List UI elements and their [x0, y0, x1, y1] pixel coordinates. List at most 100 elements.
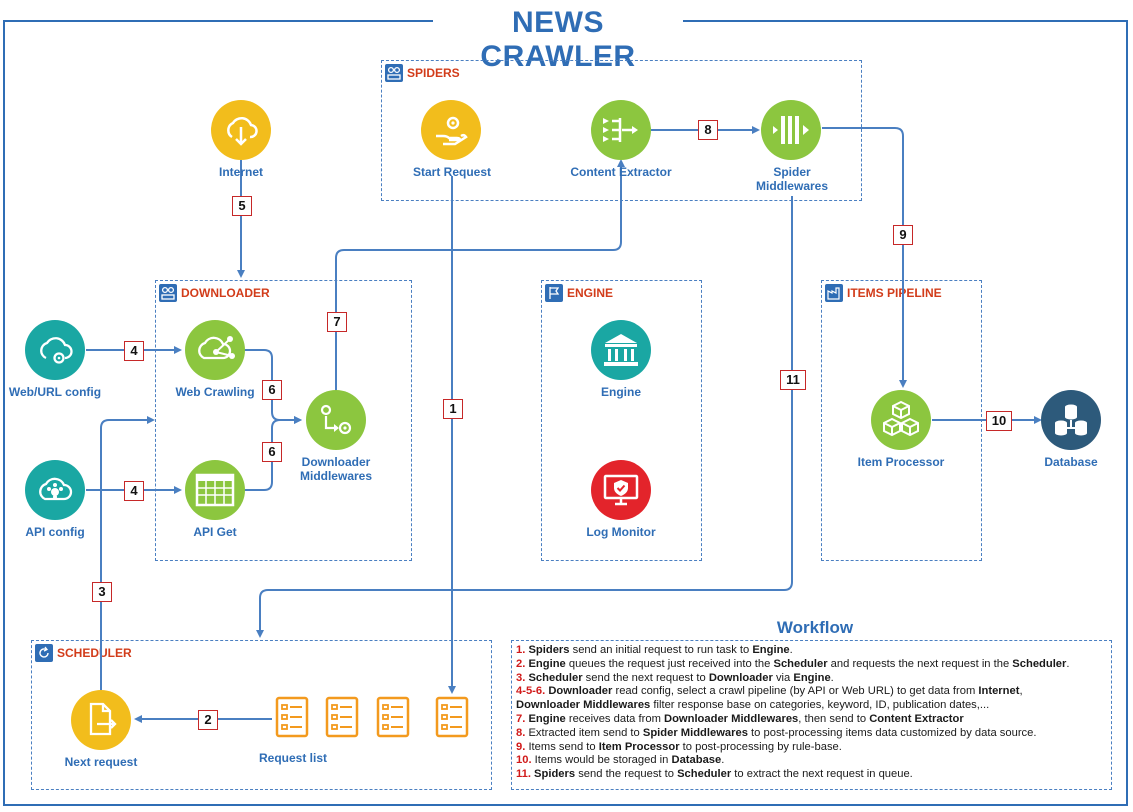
web-url-config-label: Web/URL config [8, 385, 102, 399]
workflow-line-number: 8. [516, 726, 526, 739]
engine-label: Engine [600, 385, 641, 399]
spider-middlewares-node [761, 100, 821, 160]
api-get-label: API Get [193, 525, 237, 539]
workflow-text: to post-processing by rule-base. [679, 740, 842, 753]
line-spider-mw-to-item-processor [822, 127, 907, 388]
workflow-text: Extracted item send to [525, 726, 643, 739]
engine-node [591, 320, 651, 380]
line-next-request-to-downloader [100, 416, 155, 690]
internet-node [211, 100, 271, 160]
workflow-keyword: Spiders [534, 768, 576, 781]
pipeline-bars-icon [773, 116, 809, 144]
item-processor-label: Item Processor [857, 455, 945, 469]
workflow-keyword: Spider Middlewares [642, 726, 748, 739]
workflow-keyword: Internet [978, 685, 1020, 698]
step-badge-7: 7 [327, 312, 347, 332]
workflow-line-number: 1. [516, 644, 526, 656]
workflow-line-number: 7. [516, 712, 526, 725]
step-badge-6: 6 [262, 380, 282, 400]
step-badge-5: 5 [232, 196, 252, 216]
refresh-icon [35, 644, 53, 662]
step-badge-4: 4 [124, 481, 144, 501]
workflow-title: Workflow [776, 618, 854, 637]
workflow-keyword: Scheduler [1012, 657, 1067, 670]
log-monitor-label: Log Monitor [586, 525, 656, 539]
workflow-text: . [721, 754, 725, 767]
workflow-text: send the request to [575, 768, 678, 781]
factory-icon [825, 284, 843, 302]
line-spider-mw-to-scheduler [256, 196, 793, 638]
workflow-keyword: Downloader [548, 685, 613, 698]
group-title-downloader: DOWNLOADER [181, 286, 270, 300]
group-downloader: DOWNLOADER [155, 280, 412, 561]
workflow-line: 7. Engine receives data from Downloader … [516, 713, 1107, 727]
request-list-doc-icon [435, 696, 469, 738]
workflow-text: and requests the next request in the [827, 657, 1013, 670]
spider-middlewares-label: Spider Middlewares [755, 165, 829, 193]
start-request-label: Start Request [412, 165, 492, 179]
workflow-description: 1. Spiders send an initial request to ru… [511, 640, 1112, 790]
content-extractor-label: Content Extractor [570, 165, 672, 179]
step-badge-3: 3 [92, 582, 112, 602]
hand-gear-icon [436, 116, 468, 146]
workflow-keyword: Database [671, 754, 722, 767]
step-badge-4: 4 [124, 341, 144, 361]
workflow-text: to extract the next request in queue. [731, 768, 913, 781]
workflow-text: , then send to [798, 712, 870, 725]
group-title-engine: ENGINE [567, 286, 614, 300]
workflow-keyword: Engine [528, 712, 566, 725]
workflow-line: 8. Extracted item send to Spider Middlew… [516, 727, 1107, 741]
workflow-text: , [1019, 685, 1023, 698]
workflow-line: Downloader Middlewares filter response b… [516, 699, 1107, 713]
workflow-line: 4-5-6. Downloader read config, select a … [516, 685, 1107, 699]
table-grid-icon [195, 473, 235, 507]
workflow-text: via [772, 671, 794, 684]
cloud-network-icon [198, 336, 235, 360]
workflow-keyword: Downloader Middlewares [516, 699, 651, 712]
workflow-keyword: Engine [752, 644, 790, 656]
next-request-label: Next request [64, 755, 138, 769]
workflow-line-number: 4-5-6. [516, 685, 546, 698]
group-engine: ENGINE [541, 280, 702, 561]
cloud-gear-icon [40, 337, 73, 364]
database-label: Database [1044, 455, 1098, 469]
cloud-download-icon [227, 116, 258, 146]
request-list-label: Request list [258, 751, 327, 765]
start-request-node [421, 100, 481, 160]
downloader-middlewares-node [306, 390, 366, 450]
log-monitor-node [591, 460, 651, 520]
workflow-text: send the next request to [582, 671, 709, 684]
api-config-node [25, 460, 85, 520]
request-list-doc-icon [275, 696, 309, 738]
workflow-text: send an initial request to run task to [569, 644, 753, 656]
workflow-text: . [1066, 657, 1070, 670]
bank-building-icon [604, 334, 638, 366]
workflow-keyword: Engine [528, 657, 566, 670]
workflow-keyword: Downloader [708, 671, 773, 684]
workflow-line-number: 10. [516, 754, 532, 767]
workflow-text: queues the request just received into th… [565, 657, 774, 670]
workflow-text: receives data from [565, 712, 664, 725]
step-badge-9: 9 [893, 225, 913, 245]
spiders-group-icon [385, 64, 403, 82]
workflow-keyword: Scheduler [677, 768, 732, 781]
step-badge-8: 8 [698, 120, 718, 140]
downloader-middlewares-label: Downloader Middlewares [299, 455, 373, 483]
step-badge-10: 10 [986, 411, 1012, 431]
workflow-line-number: 3. [516, 671, 526, 684]
database-node [1041, 390, 1101, 450]
flag-icon [545, 284, 563, 302]
workflow-line: 1. Spiders send an initial request to ru… [516, 644, 1107, 658]
workflow-line: 10. Items would be storaged in Database. [516, 754, 1107, 768]
step-badge-1: 1 [443, 399, 463, 419]
group-title-spiders: SPIDERS [407, 66, 460, 80]
workflow-text: Items send to [525, 740, 599, 753]
workflow-keyword: Scheduler [773, 657, 828, 670]
workflow-text: Items would be storaged in [531, 754, 672, 767]
group-title-items-pipeline: ITEMS PIPELINE [847, 286, 942, 300]
cubes-icon [883, 400, 919, 437]
workflow-text: . [830, 671, 834, 684]
database-icon [1055, 404, 1087, 436]
workflow-line: 9. Items send to Item Processor to post-… [516, 741, 1107, 755]
